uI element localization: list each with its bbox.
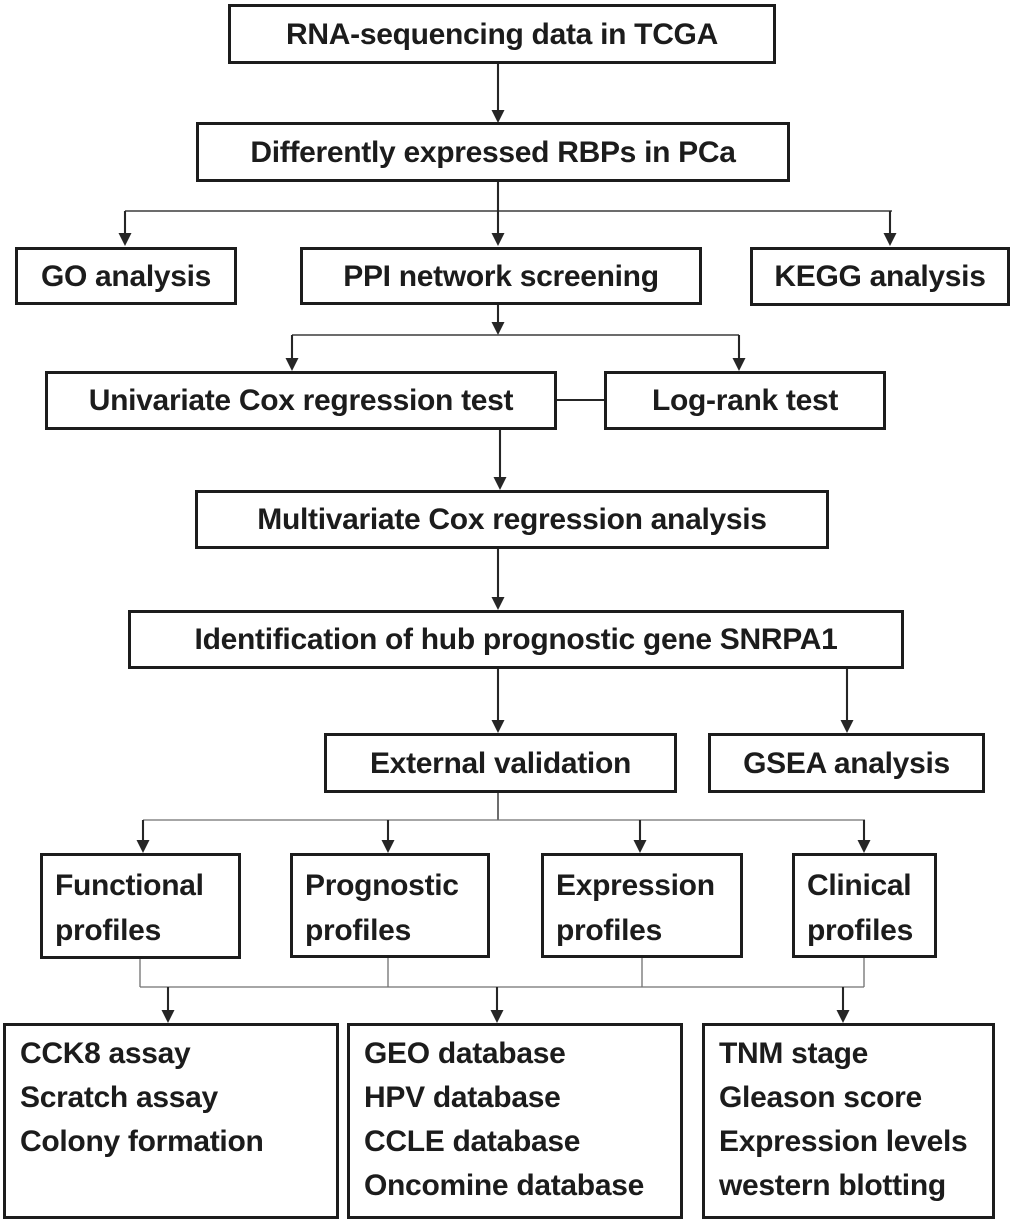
edge-to-functional (136, 820, 150, 853)
node-label-line: profiles (55, 914, 161, 947)
node-label-line: Expression (556, 869, 715, 902)
edge-to-clinical (857, 820, 871, 853)
node-prognostic-profiles: Prognostic profiles (290, 853, 490, 958)
node-label-line: Expression levels (719, 1125, 968, 1158)
node-label: External validation (369, 746, 632, 780)
node-label-line: Clinical (807, 869, 912, 902)
node-go-analysis: GO analysis (15, 247, 237, 305)
edge-to-assays (161, 987, 175, 1023)
edge-ppi-to-split (491, 305, 505, 335)
node-label-line: western blotting (719, 1169, 946, 1202)
node-label-line: Functional (55, 869, 204, 902)
node-label: Multivariate Cox regression analysis (257, 503, 767, 536)
node-validation-databases: GEO database HPV database CCLE database … (347, 1023, 683, 1219)
node-label-line: profiles (807, 914, 913, 947)
edge-to-expression (633, 820, 647, 853)
node-gsea-analysis: GSEA analysis (708, 733, 985, 793)
edge-to-databases (490, 987, 504, 1023)
node-label-line: GEO database (364, 1037, 566, 1070)
edge-split-to-logrank (732, 335, 746, 371)
edge-rbps-to-go (118, 211, 132, 246)
node-label-line: CCLE database (364, 1125, 581, 1158)
edge-to-prognostic (381, 820, 395, 853)
node-label-line: TNM stage (719, 1037, 868, 1070)
node-kegg-analysis: KEGG analysis (750, 247, 1010, 306)
node-label-line: profiles (305, 914, 411, 947)
node-label: Univariate Cox regression test (88, 384, 514, 417)
node-univariate-cox: Univariate Cox regression test (45, 371, 557, 430)
node-functional-assays: CCK8 assay Scratch assay Colony formatio… (3, 1023, 339, 1219)
edge-split-to-unicox (285, 335, 299, 371)
node-clinical-profiles: Clinical profiles (792, 853, 937, 958)
node-label: Differently expressed RBPs in PCa (250, 135, 736, 169)
node-label-line: Scratch assay (20, 1081, 218, 1114)
node-label: GO analysis (40, 259, 212, 293)
node-external-validation: External validation (324, 733, 677, 793)
node-clinical-measures: TNM stage Gleason score Expression level… (702, 1023, 995, 1219)
node-label: GSEA analysis (743, 746, 950, 780)
node-label: Identification of hub prognostic gene SN… (194, 623, 838, 656)
node-hub-gene-snrpa1: Identification of hub prognostic gene SN… (128, 610, 904, 669)
node-label-line: CCK8 assay (20, 1037, 191, 1070)
node-functional-profiles: Functional profiles (40, 853, 241, 959)
node-label-line: HPV database (364, 1081, 561, 1114)
edge-unicox-to-multicox (493, 430, 507, 490)
edge-hubgene-to-external (491, 669, 505, 733)
node-differently-expressed-rbps: Differently expressed RBPs in PCa (196, 122, 790, 182)
node-log-rank-test: Log-rank test (604, 371, 886, 430)
node-label: RNA-sequencing data in TCGA (286, 17, 718, 51)
edge-to-clinicaldata (836, 987, 850, 1023)
edge-rbps-to-kegg (883, 211, 897, 246)
node-ppi-network-screening: PPI network screening (300, 247, 702, 305)
node-expression-profiles: Expression profiles (541, 853, 743, 958)
node-label: KEGG analysis (774, 260, 986, 293)
node-label: PPI network screening (343, 259, 659, 293)
node-label-line: profiles (556, 914, 662, 947)
node-label-line: Prognostic (305, 869, 459, 902)
edge-rbps-to-ppi (491, 182, 505, 246)
edge-multicox-to-hubgene (491, 549, 505, 610)
edge-hubgene-to-gsea (840, 669, 854, 733)
node-multivariate-cox: Multivariate Cox regression analysis (195, 490, 829, 549)
node-rna-seq-tcga: RNA-sequencing data in TCGA (228, 4, 776, 64)
node-label-line: Gleason score (719, 1081, 922, 1114)
edge-rnaseq-to-rbps (491, 64, 505, 123)
node-label-line: Oncomine database (364, 1169, 644, 1202)
node-label-line: Colony formation (20, 1125, 264, 1158)
stubs-profiles-to-collector (139, 958, 865, 987)
node-label: Log-rank test (651, 384, 839, 417)
